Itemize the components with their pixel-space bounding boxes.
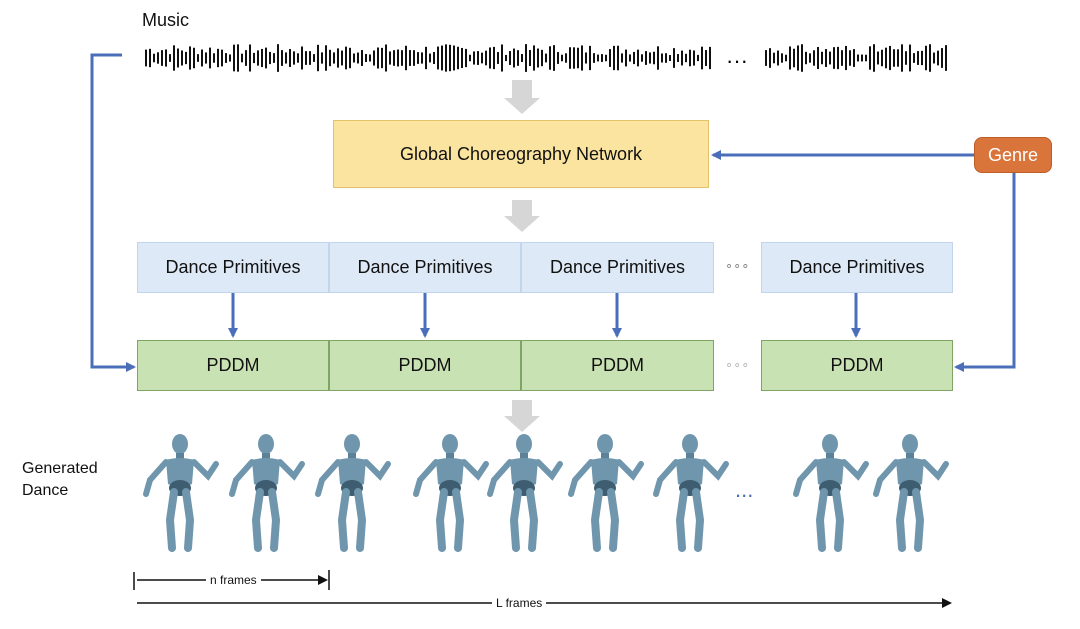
pddm-box: PDDM [521,340,714,391]
dance-figure [318,434,388,548]
dance-figure [656,434,726,548]
music-to-pddm-arrow [90,53,136,372]
gray-down-arrow [504,400,540,432]
dance-figure [146,434,216,548]
dance-primitives-box: Dance Primitives [329,242,521,293]
global-choreography-network: Global Choreography Network [333,120,709,188]
dance-figure [416,434,486,548]
dance-primitives-box: Dance Primitives [137,242,329,293]
genre-to-pddm-arrow [954,173,1016,372]
pddm-ellipsis: ∘∘∘ [725,357,750,372]
generated-dance-label: Generated Dance [22,458,98,502]
generated-dance-line-1: Generated [22,460,98,477]
pddm-box: PDDM [137,340,329,391]
music-label: Music [142,10,190,30]
dance-figure [232,434,302,548]
dance-figure [490,434,560,548]
generated-dance-line-2: Dance [22,482,69,499]
genre-box: Genre [974,137,1052,173]
pddm-box: PDDM [329,340,521,391]
gray-down-arrow [504,80,540,114]
primitives-ellipsis: ∘∘∘ [725,258,750,273]
dance-figure [571,434,641,548]
waveform-ellipsis: ··· [726,48,748,73]
n-frames-label: n frames [206,573,261,587]
dance-primitives-box: Dance Primitives [761,242,953,293]
l-frames-label: L frames [492,596,547,610]
dance-figure-row [146,434,946,548]
dance-primitives-box: Dance Primitives [521,242,714,293]
gray-down-arrow [504,200,540,232]
music-waveform [145,44,947,72]
pddm-box: PDDM [761,340,953,391]
dance-figure [796,434,866,548]
figures-ellipsis: ... [735,477,753,502]
dance-figure [876,434,946,548]
